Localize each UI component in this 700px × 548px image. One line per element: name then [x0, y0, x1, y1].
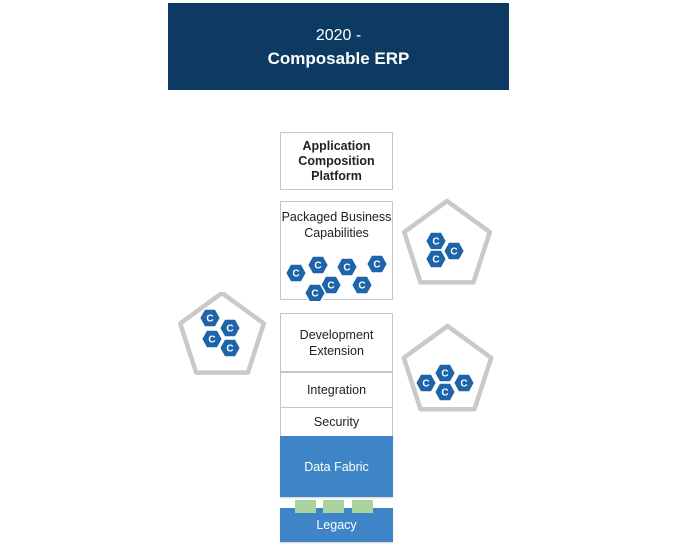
svg-text:C: C	[422, 379, 429, 390]
development-extension-box: Development Extension	[280, 313, 393, 372]
pentagon-outline-icon	[177, 292, 267, 375]
capability-hexagon-icon: C	[433, 382, 457, 402]
pbc-hexagon-cluster: C C C C C C C	[284, 254, 389, 301]
capability-hexagon-icon: C	[218, 338, 242, 358]
svg-text:C: C	[441, 369, 448, 380]
svg-text:C: C	[460, 379, 467, 390]
svg-text:C: C	[226, 324, 233, 335]
capability-hexagon-icon: C	[424, 249, 448, 269]
data-fabric-box: Data Fabric	[280, 436, 393, 497]
security-box: Security	[280, 407, 393, 437]
legacy-label: Legacy	[316, 518, 357, 532]
svg-text:C: C	[314, 261, 321, 272]
capability-hexagon-icon: C	[303, 283, 327, 301]
data-fabric-label: Data Fabric	[304, 459, 369, 474]
packaged-business-capabilities-box: Packaged Business Capabilities C C C C C	[280, 201, 393, 301]
development-extension-label: Development Extension	[299, 327, 374, 358]
svg-text:C: C	[327, 281, 334, 292]
svg-text:C: C	[226, 344, 233, 355]
svg-text:C: C	[208, 335, 215, 346]
svg-text:C: C	[450, 247, 457, 258]
banner-title: Composable ERP	[267, 48, 410, 68]
capability-hexagon-icon: C	[284, 263, 308, 283]
capability-hexagon-icon: C	[424, 231, 448, 251]
banner-year: 2020 -	[315, 26, 362, 44]
svg-text:C: C	[206, 314, 213, 325]
svg-text:C: C	[373, 260, 380, 271]
application-composition-platform-box: Application Composition Platform	[280, 132, 393, 190]
svg-text:C: C	[441, 388, 448, 399]
legacy-connector-square	[323, 500, 344, 513]
integration-box: Integration	[280, 372, 393, 408]
pentagon-outline-icon	[401, 198, 493, 285]
legacy-connector-square	[352, 500, 373, 513]
svg-text:C: C	[358, 281, 365, 292]
capability-hexagon-icon: C	[200, 329, 224, 349]
capability-hexagon-icon: C	[306, 255, 330, 275]
legacy-connector-square	[295, 500, 316, 513]
application-composition-platform-label: Application Composition Platform	[298, 138, 375, 183]
svg-text:C: C	[432, 255, 439, 266]
pentagon-left: C C C C	[177, 292, 267, 375]
capability-hexagon-icon: C	[218, 318, 242, 338]
capability-hexagon-icon: C	[433, 363, 457, 383]
svg-text:C: C	[432, 237, 439, 248]
legacy-box: Legacy	[280, 508, 393, 542]
capability-hexagon-icon: C	[442, 241, 466, 261]
svg-text:C: C	[343, 263, 350, 274]
pentagon-middle-right: C C C C	[401, 323, 494, 412]
svg-text:C: C	[292, 269, 299, 280]
capability-hexagon-icon: C	[365, 254, 389, 274]
capability-hexagon-icon: C	[350, 275, 374, 295]
pentagon-top-right: C C C	[401, 198, 493, 285]
capability-hexagon-icon: C	[452, 373, 476, 393]
integration-label: Integration	[306, 383, 367, 397]
capability-hexagon-icon: C	[335, 257, 359, 277]
capability-hexagon-icon: C	[198, 308, 222, 328]
packaged-business-capabilities-label: Packaged Business Capabilities	[281, 210, 392, 240]
security-label: Security	[313, 415, 360, 429]
pentagon-outline-icon	[401, 323, 494, 412]
capability-hexagon-icon: C	[414, 373, 438, 393]
title-banner: 2020 - Composable ERP	[168, 3, 509, 90]
svg-text:C: C	[311, 289, 318, 300]
